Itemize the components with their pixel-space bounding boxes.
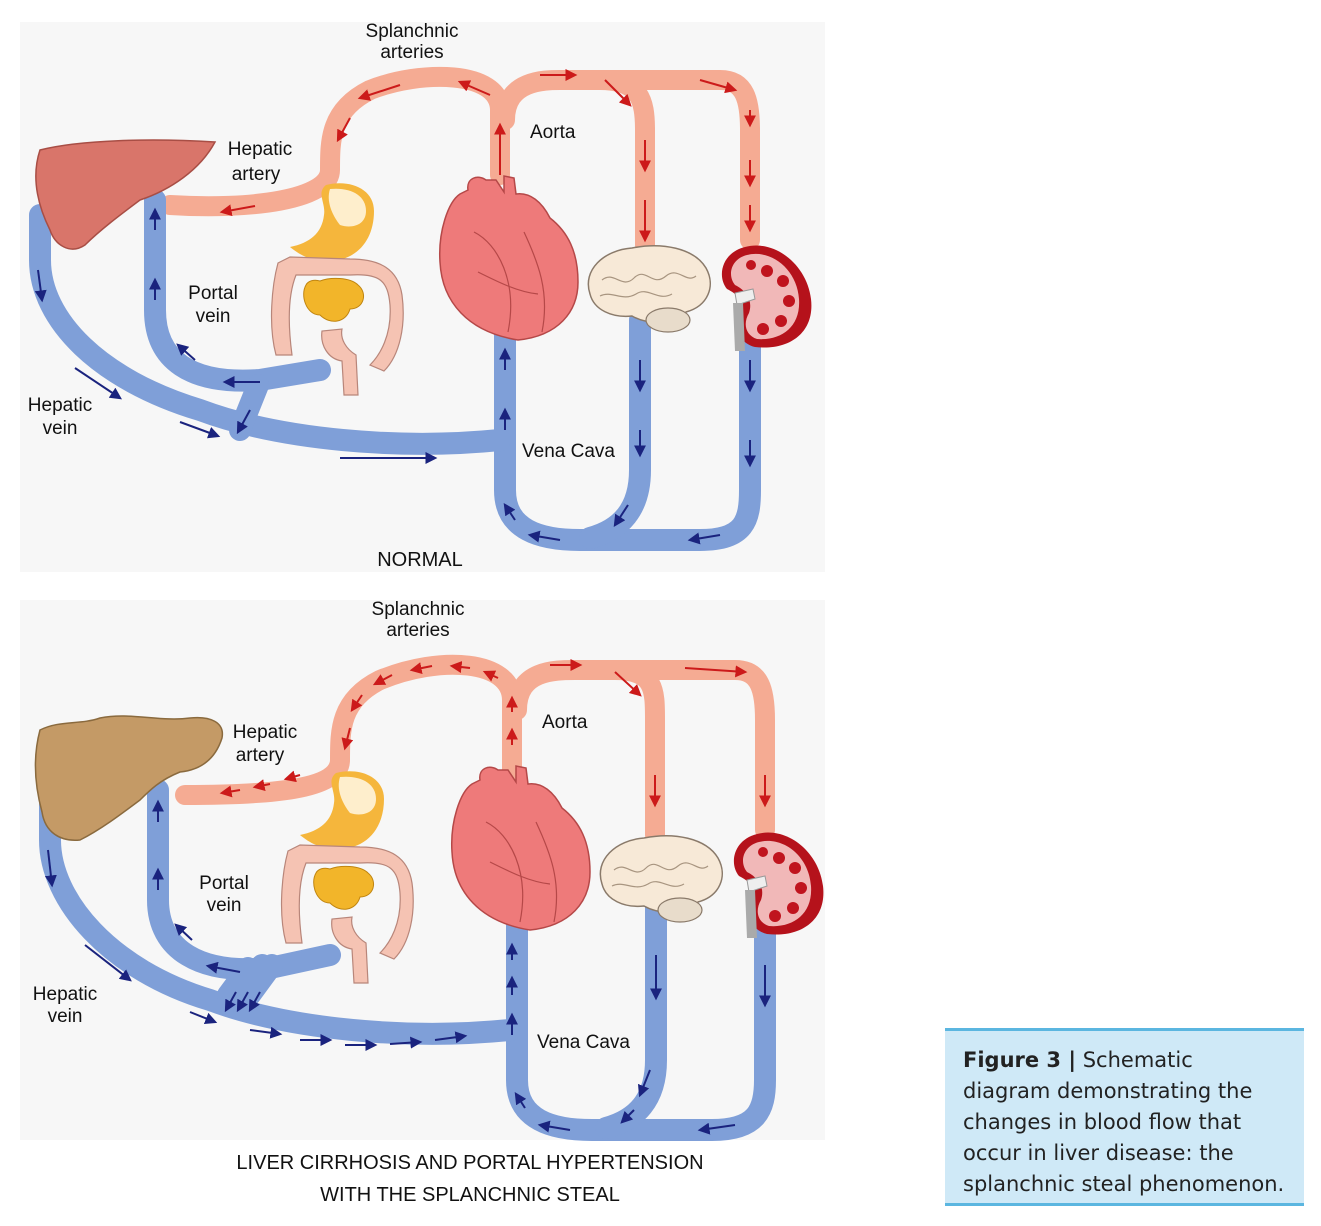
kidney-icon [733,832,824,939]
cirrhosis-panel: Splanchnic arteries Hepatic artery Aorta… [33,599,824,1141]
portal-vein-label-line2: vein [207,895,242,916]
hepatic-vein-label-line1: Hepatic [28,395,92,416]
hepatic-artery-label-line1: Hepatic [228,139,292,160]
heart-icon [450,765,591,931]
artery-flow-arrows [219,659,771,808]
artery-flow-arrows [219,69,756,243]
vena-cava-label: Vena Cava [522,441,615,462]
cirrhosis-panel-title-line2: WITH THE SPLANCHNIC STEAL [320,1184,620,1206]
portal-vein-label-line2: vein [196,306,231,327]
diagram-labels: Splanchnic arteries Hepatic artery Aorta… [33,599,631,1053]
hepatic-artery-label-line2: artery [232,164,281,185]
figure-caption: Figure 3 | Schematic diagram demonstrati… [945,1028,1304,1206]
normal-panel-title: NORMAL [377,549,463,571]
vena-cava-label: Vena Cava [537,1032,630,1053]
splanchnic-arteries-label-line1: Splanchnic [366,21,459,42]
portal-vein-label-line1: Portal [188,283,238,304]
hepatic-vein-label-line2: vein [48,1006,83,1027]
hepatic-artery-label-line2: artery [236,745,285,766]
vein-flow-arrows [34,207,756,545]
brain-icon [587,245,712,333]
liver-icon [35,139,217,250]
figure-label: Figure 3 | [963,1048,1077,1072]
gut-icon [270,182,404,396]
aorta-label: Aorta [542,712,588,733]
hepatic-artery-label-line1: Hepatic [233,722,297,743]
vein-flow-arrows [44,799,771,1135]
figure-caption-text: Schematic diagram demonstrating the chan… [963,1048,1285,1196]
portal-vein-label-line1: Portal [199,873,249,894]
brain-icon [599,835,724,923]
splanchnic-arteries-label-line1: Splanchnic [372,599,465,620]
splanchnic-arteries-label-line2: arteries [380,42,443,63]
artery-vessels [160,66,760,255]
hepatic-vein-label-line2: vein [43,418,78,439]
kidney-icon [721,245,812,352]
diagram-labels: Splanchnic arteries Hepatic artery Aorta… [28,21,616,462]
aorta-label: Aorta [530,122,576,143]
hepatic-vein-label-line1: Hepatic [33,984,97,1005]
cirrhotic-liver-icon [34,715,224,841]
splanchnic-arteries-label-line2: arteries [386,620,449,641]
heart-icon [438,175,579,341]
normal-panel: Splanchnic arteries Hepatic artery Aorta… [28,21,812,551]
cirrhosis-panel-title-line1: LIVER CIRRHOSIS AND PORTAL HYPERTENSION [236,1152,704,1174]
